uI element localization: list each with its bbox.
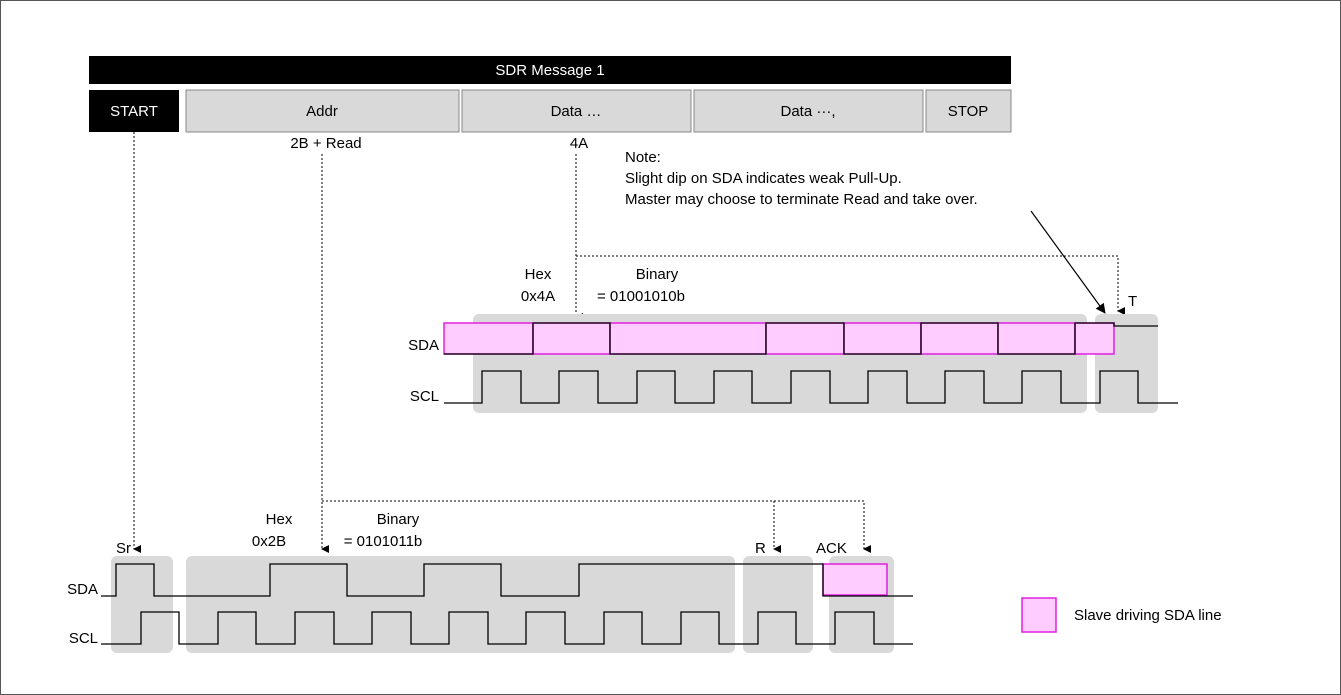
note-line-1: Note: <box>625 149 661 166</box>
note-pointer-arrow <box>1030 210 1106 314</box>
lower-hex-label: Hex <box>266 511 293 528</box>
note-line-3: Master may choose to terminate Read and … <box>625 191 978 208</box>
upper-bit-7 <box>997 322 1076 355</box>
message-fields: START Addr Data … Data ···, STOP 2B + Re… <box>89 89 1012 152</box>
upper-bit-2-3 <box>609 322 767 355</box>
connector-ack <box>322 500 871 553</box>
connector-t <box>576 255 1125 315</box>
lower-sda-label: SDA <box>67 581 98 598</box>
field-start: START <box>110 103 158 120</box>
lower-ack-label: ACK <box>816 540 847 557</box>
lower-r-label: R <box>755 540 766 557</box>
lower-waveform: Sr Hex 0x2B Binary = 0101011b R ACK SDA … <box>67 511 913 653</box>
note: Note: Slight dip on SDA indicates weak P… <box>625 149 1106 314</box>
upper-scl-label: SCL <box>410 388 439 405</box>
legend-swatch <box>1021 597 1057 633</box>
upper-bit-t <box>1074 322 1115 355</box>
field-data2: Data ···, <box>780 103 835 120</box>
legend: Slave driving SDA line <box>1021 597 1222 633</box>
lower-shade-sr <box>111 556 173 653</box>
upper-hex-label: Hex <box>525 266 552 283</box>
upper-sda-line <box>444 322 1158 355</box>
lower-ack-slave-bit <box>822 563 888 596</box>
field-stop-box <box>925 89 1012 133</box>
upper-bit-1 <box>532 322 611 355</box>
field-addr-box <box>185 89 460 133</box>
lower-sda-line <box>101 563 913 597</box>
addr-value: 2B + Read <box>290 135 361 152</box>
message-header: SDR Message 1 <box>89 56 1011 84</box>
legend-label: Slave driving SDA line <box>1074 607 1222 624</box>
lower-shade-r <box>743 556 813 653</box>
lower-binary-value: = 0101011b <box>344 533 423 550</box>
lower-sr-label: Sr <box>116 540 131 557</box>
field-stop: STOP <box>948 103 989 120</box>
data-value: 4A <box>570 135 588 152</box>
lower-hex-value: 0x2B <box>252 533 286 550</box>
field-addr: Addr <box>306 103 338 120</box>
upper-t-label: T <box>1128 293 1137 310</box>
field-data1: Data … <box>551 103 602 120</box>
upper-sda-slave-bits <box>443 322 1115 355</box>
lower-scl-line <box>101 611 913 645</box>
upper-bit-0 <box>443 322 534 355</box>
upper-waveform: Hex 0x4A Binary = 01001010b T SDA SCL <box>408 266 1178 413</box>
field-start-box <box>89 90 179 132</box>
upper-binary-value: = 01001010b <box>597 288 685 305</box>
lower-scl-label: SCL <box>69 630 98 647</box>
message-title: SDR Message 1 <box>495 62 604 79</box>
upper-hex-value: 0x4A <box>521 288 555 305</box>
field-data2-box <box>693 89 924 133</box>
field-data1-box <box>461 89 692 133</box>
lower-binary-label: Binary <box>377 511 420 528</box>
upper-bit-4 <box>765 322 845 355</box>
upper-scl-line <box>444 370 1178 404</box>
upper-bit-6 <box>920 322 999 355</box>
note-line-2: Slight dip on SDA indicates weak Pull-Up… <box>625 170 902 187</box>
upper-binary-label: Binary <box>636 266 679 283</box>
upper-sda-label: SDA <box>408 337 439 354</box>
upper-bit-5 <box>843 322 922 355</box>
dotted-connectors <box>133 132 1125 553</box>
lower-shade-addr <box>186 556 735 653</box>
